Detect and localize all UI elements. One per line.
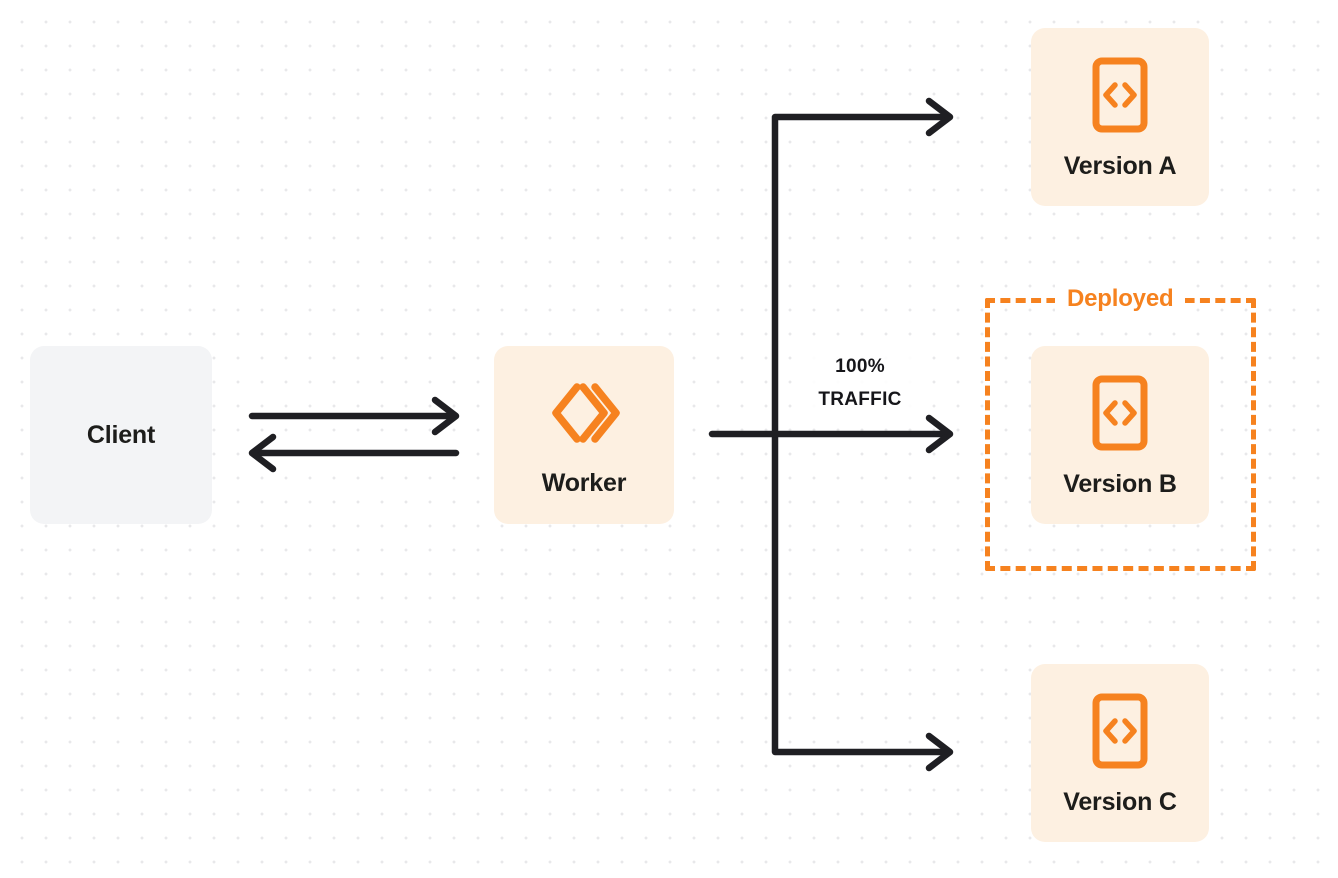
traffic-label: 100% TRAFFIC xyxy=(794,350,926,416)
node-version-a[interactable]: Version A xyxy=(1031,28,1209,206)
code-file-icon xyxy=(1091,374,1149,452)
node-version-b[interactable]: Version B xyxy=(1031,346,1209,524)
code-file-icon xyxy=(1091,56,1149,134)
arrow-client-to-worker xyxy=(248,396,460,436)
cloudflare-workers-logo-icon xyxy=(546,375,622,451)
version-a-label: Version A xyxy=(1063,151,1177,180)
node-client[interactable]: Client xyxy=(30,346,212,524)
arrow-worker-to-version-c xyxy=(925,732,954,772)
node-version-c[interactable]: Version C xyxy=(1031,664,1209,842)
deployed-group-frame xyxy=(985,298,1256,571)
node-worker[interactable]: Worker xyxy=(494,346,674,524)
deployed-group-label: Deployed xyxy=(1055,284,1186,314)
code-file-icon xyxy=(1091,692,1149,770)
version-b-label: Version B xyxy=(1063,469,1177,498)
traffic-percent: 100% xyxy=(835,356,885,377)
arrow-worker-to-client xyxy=(248,433,460,473)
client-label: Client xyxy=(86,420,156,449)
version-c-label: Version C xyxy=(1063,787,1177,816)
arrow-worker-to-version-b xyxy=(708,414,954,454)
worker-label: Worker xyxy=(541,468,627,497)
arrow-worker-to-version-a xyxy=(925,97,954,137)
traffic-unit: TRAFFIC xyxy=(818,389,902,410)
